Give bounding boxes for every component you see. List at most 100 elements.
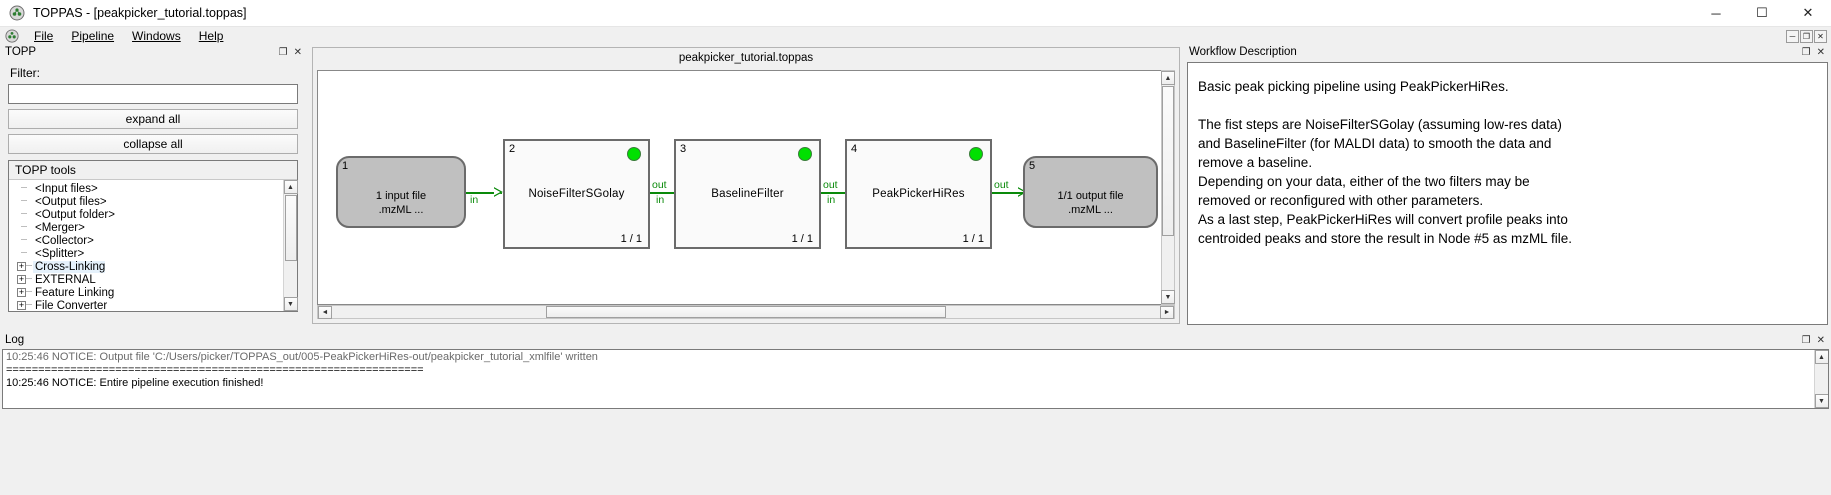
node-number: 1: [342, 160, 349, 172]
log-scroll-down-icon[interactable]: ▼: [1814, 394, 1828, 408]
pipeline-vscroll-thumb[interactable]: [1162, 86, 1174, 236]
tree-item-label: <Output files>: [35, 195, 107, 208]
log-scroll-up-icon[interactable]: ▲: [1814, 350, 1828, 364]
log-output-area[interactable]: 10:25:46 NOTICE: Output file 'C:/Users/p…: [2, 349, 1829, 409]
menu-file[interactable]: File: [25, 27, 62, 45]
pipeline-node-5[interactable]: 5 1/1 output file .mzML ...: [1023, 156, 1158, 228]
pipeline-canvas[interactable]: 1 1 input file .mzML ... in 2 NoiseFilte…: [318, 71, 1159, 289]
pipeline-hscroll-thumb[interactable]: [546, 306, 946, 318]
menu-windows[interactable]: Windows: [123, 27, 190, 45]
expand-plus-icon[interactable]: +: [17, 287, 26, 297]
node-number: 5: [1029, 160, 1036, 172]
tree-item-output-folder[interactable]: ┄<Output folder>: [9, 208, 283, 221]
node-progress-ratio: 1 / 1: [620, 233, 642, 245]
tree-column-header: TOPP tools: [9, 161, 297, 180]
mdi-restore-button[interactable]: ─: [1786, 29, 1799, 43]
tree-item-label: EXTERNAL: [35, 273, 96, 286]
menu-help[interactable]: Help: [190, 27, 233, 45]
pipeline-scroll-up-icon[interactable]: ▲: [1161, 71, 1175, 85]
expand-plus-icon[interactable]: +: [17, 274, 26, 284]
toppas-app-icon: [9, 5, 25, 21]
menu-pipeline[interactable]: Pipeline: [62, 27, 123, 45]
pipeline-scroll-right-icon[interactable]: ►: [1160, 305, 1174, 319]
tree-line-guide: ┄: [21, 196, 29, 207]
mdi-close-button[interactable]: ✕: [1814, 29, 1827, 43]
menu-bar: File Pipeline Windows Help ─ ❐ ✕: [0, 27, 1831, 45]
workflow-description-panel: Workflow Description ❐ ✕ Basic peak pick…: [1184, 45, 1831, 330]
topp-panel-body: Filter: expand all collapse all TOPP too…: [0, 66, 308, 312]
edge-1-to-2: [466, 192, 502, 194]
log-panel-float-icon[interactable]: ❐: [1801, 335, 1811, 346]
log-panel-close-icon[interactable]: ✕: [1816, 335, 1825, 346]
tree-item-label: File Converter: [35, 299, 108, 312]
edge-out-label-3-to-4: out: [823, 179, 838, 191]
maximize-button[interactable]: ☐: [1756, 5, 1768, 20]
tree-item-splitter[interactable]: ┄<Splitter>: [9, 247, 283, 260]
tree-item-list[interactable]: ┄<Input files> ┄ <Output files> ┄<Output …: [9, 180, 283, 311]
close-button[interactable]: ✕: [1802, 5, 1814, 20]
log-panel-titlebar: Log ❐ ✕: [0, 333, 1831, 348]
pipeline-panel: peakpicker_tutorial.toppas 1 1 input fil…: [312, 47, 1180, 324]
log-vertical-scrollbar[interactable]: ▲ ▼: [1814, 350, 1828, 408]
pipeline-vertical-scrollbar[interactable]: ▲ ▼: [1161, 70, 1175, 305]
menu-app-icon: [5, 29, 19, 43]
tree-line-guide: ┄: [21, 209, 29, 220]
pipeline-node-3[interactable]: 3 BaselineFilter 1 / 1: [674, 139, 821, 249]
topp-panel-float-icon[interactable]: ❐: [278, 47, 288, 58]
workflow-panel-title: Workflow Description: [1189, 46, 1297, 58]
log-line: ========================================…: [6, 364, 424, 376]
topp-panel-close-icon[interactable]: ✕: [293, 47, 302, 58]
workflow-panel-float-icon[interactable]: ❐: [1801, 47, 1811, 58]
node-status-indicator: [798, 147, 812, 161]
node-input-file-type: .mzML ...: [378, 204, 424, 216]
tree-item-input-files[interactable]: ┄<Input files>: [9, 182, 283, 195]
pipeline-scroll-left-icon[interactable]: ◄: [318, 305, 332, 319]
expand-all-button[interactable]: expand all: [8, 109, 298, 129]
tree-line-guide: ┄: [26, 300, 33, 311]
topp-panel-title: TOPP: [5, 46, 37, 58]
title-bar: TOPPAS - [peakpicker_tutorial.toppas] ─ …: [0, 0, 1831, 27]
tree-item-cross-linking[interactable]: +┄Cross-Linking: [9, 260, 283, 273]
pipeline-node-2[interactable]: 2 NoiseFilterSGolay 1 / 1: [503, 139, 650, 249]
filter-input[interactable]: [8, 84, 298, 104]
tree-item-external[interactable]: +┄EXTERNAL: [9, 273, 283, 286]
scroll-down-arrow-icon[interactable]: ▼: [283, 297, 298, 311]
edge-in-label-3-to-4: in: [827, 194, 836, 206]
tree-item-file-converter[interactable]: +┄File Converter: [9, 299, 283, 311]
log-panel: Log ❐ ✕ 10:25:46 NOTICE: Output file 'C:…: [0, 333, 1831, 495]
collapse-all-button[interactable]: collapse all: [8, 134, 298, 154]
tree-item-label: <Collector>: [35, 234, 94, 247]
pipeline-scroll-down-icon[interactable]: ▼: [1161, 290, 1175, 304]
pipeline-horizontal-scrollbar[interactable]: ◄ ►: [317, 305, 1175, 319]
node-progress-ratio: 1 / 1: [962, 233, 984, 245]
tree-scroll-thumb[interactable]: [284, 195, 297, 261]
topp-tools-panel: TOPP ❐ ✕ Filter: expand all collapse all…: [0, 45, 308, 330]
pipeline-node-1[interactable]: 1 1 input file .mzML ...: [336, 156, 466, 228]
node-number: 4: [851, 143, 858, 155]
tree-item-feature-linking[interactable]: +┄Feature Linking: [9, 286, 283, 299]
edge-out-label-4-to-5: out: [994, 179, 1009, 191]
tree-item-output-files[interactable]: ┄ <Output files>: [9, 195, 283, 208]
expand-plus-icon[interactable]: +: [17, 300, 26, 310]
tree-line-guide: ┄: [21, 222, 29, 233]
scroll-up-arrow-icon[interactable]: ▲: [283, 180, 298, 194]
minimize-button[interactable]: ─: [1711, 5, 1721, 21]
tree-line-guide: ┄: [26, 274, 33, 285]
workflow-panel-close-icon[interactable]: ✕: [1816, 47, 1825, 58]
tree-item-label: <Splitter>: [35, 247, 85, 260]
tree-item-merger[interactable]: ┄ <Merger>: [9, 221, 283, 234]
pipeline-node-4[interactable]: 4 PeakPickerHiRes 1 / 1: [845, 139, 992, 249]
node-status-indicator: [627, 147, 641, 161]
log-panel-title: Log: [5, 334, 25, 346]
tree-line-guide: ┄: [26, 261, 33, 272]
tree-item-collector[interactable]: ┄<Collector>: [9, 234, 283, 247]
tree-line-guide: ┄: [21, 183, 29, 194]
pipeline-canvas-viewport[interactable]: 1 1 input file .mzML ... in 2 NoiseFilte…: [317, 70, 1175, 305]
mdi-maximize-button[interactable]: ❐: [1800, 29, 1813, 43]
filter-label: Filter:: [10, 66, 40, 80]
tree-vertical-scrollbar[interactable]: ▲ ▼: [283, 180, 298, 311]
tree-line-guide: ┄: [26, 287, 33, 298]
workflow-description-editor[interactable]: Basic peak picking pipeline using PeakPi…: [1187, 62, 1828, 325]
expand-plus-icon[interactable]: +: [17, 261, 26, 271]
tree-item-label: <Merger>: [35, 221, 85, 234]
